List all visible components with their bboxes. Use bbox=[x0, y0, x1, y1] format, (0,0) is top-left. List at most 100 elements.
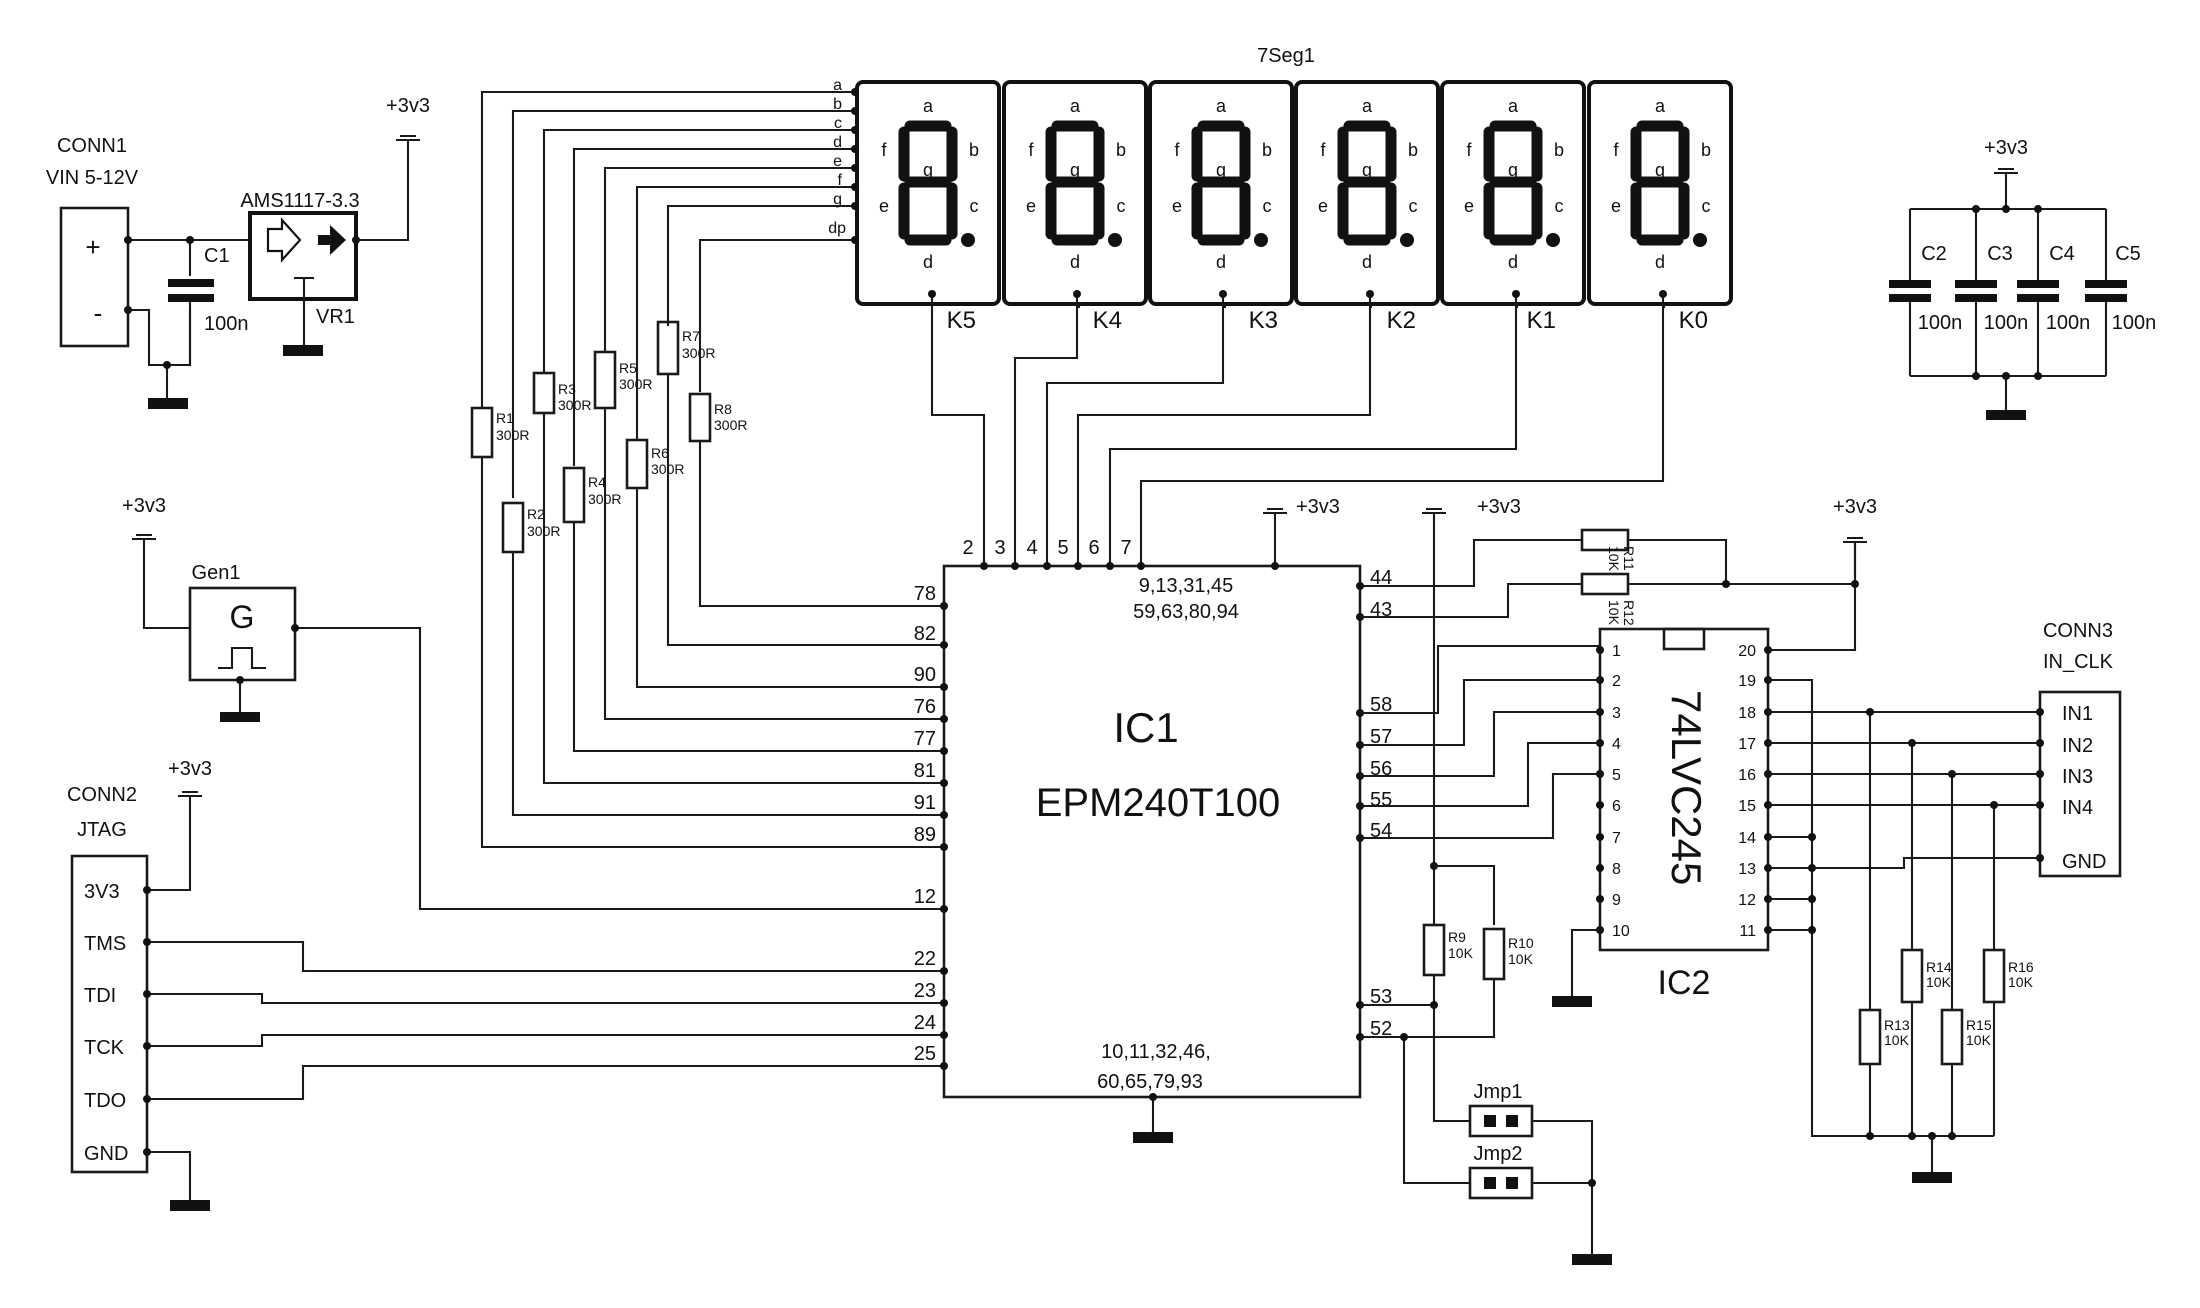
jtag-body bbox=[70, 854, 149, 1174]
segment-letter-e: e bbox=[1172, 196, 1182, 216]
ic1-pin-82: 82 bbox=[914, 623, 936, 645]
r2-ref: R2 bbox=[527, 506, 545, 522]
ic1-pin-23: 23 bbox=[914, 980, 936, 1002]
jtag-pin-tms: TMS bbox=[84, 933, 126, 955]
digit-body bbox=[855, 80, 1001, 306]
digit-body bbox=[1294, 80, 1440, 306]
resistor-r3 bbox=[532, 371, 556, 415]
seg-line-f: f bbox=[838, 172, 843, 189]
segment-letter-a: a bbox=[1216, 96, 1227, 116]
segment-letter-a: a bbox=[923, 96, 934, 116]
ic1-pin-22: 22 bbox=[914, 948, 936, 970]
c2-val: 100n bbox=[1918, 312, 1963, 334]
segment-letter-f: f bbox=[1613, 140, 1619, 160]
seg-line-b: b bbox=[833, 96, 842, 113]
ic1-cpld: IC1 EPM240T100 9,13,31,45 59,63,80,94 10… bbox=[914, 290, 1667, 1143]
segment-letter-g: g bbox=[1655, 160, 1665, 180]
ic1-body bbox=[942, 564, 1362, 1099]
segment-dp bbox=[1400, 233, 1414, 247]
segment-letter-c: c bbox=[1702, 196, 1711, 216]
segment-letter-a: a bbox=[1655, 96, 1666, 116]
segment-letter-f: f bbox=[1466, 140, 1472, 160]
segment-letter-d: d bbox=[1070, 252, 1080, 272]
segment-letter-f: f bbox=[1174, 140, 1180, 160]
r11-val: 10K bbox=[1606, 546, 1622, 572]
digit-body bbox=[1587, 80, 1733, 306]
conn3-pin-in2: IN2 bbox=[2062, 735, 2093, 757]
conn1-body bbox=[59, 206, 130, 348]
ic1-pin-7: 7 bbox=[1120, 537, 1131, 559]
seg-line-c: c bbox=[834, 115, 842, 132]
ic1-pin-76: 76 bbox=[914, 696, 936, 718]
ic1-pin-77: 77 bbox=[914, 728, 936, 750]
segment-letter-g: g bbox=[923, 160, 933, 180]
resistor-r15 bbox=[1940, 1008, 1964, 1066]
segment-letter-d: d bbox=[1655, 252, 1665, 272]
conn3-pin-gnd: GND bbox=[2062, 851, 2106, 873]
ic1-part: EPM240T100 bbox=[1036, 781, 1281, 825]
common-k5: K5 bbox=[947, 307, 976, 334]
ic1-pin-2: 2 bbox=[962, 537, 973, 559]
segment-letter-d: d bbox=[1362, 252, 1372, 272]
conn1-ref: CONN1 bbox=[57, 135, 127, 157]
r9-val: 10K bbox=[1448, 945, 1474, 961]
gen-rail: +3v3 bbox=[122, 495, 166, 517]
power-section: CONN1 VIN 5-12V + - C1 100n AMS1117-3.3 … bbox=[46, 95, 430, 409]
digit-body bbox=[1440, 80, 1586, 306]
resistor-r2 bbox=[501, 501, 525, 554]
ic1-pin-24: 24 bbox=[914, 1012, 936, 1034]
resistor-r8 bbox=[688, 392, 712, 443]
segment-letter-b: b bbox=[969, 140, 979, 160]
ic2-pin-12: 12 bbox=[1738, 892, 1756, 909]
ic2-pin-14: 14 bbox=[1738, 830, 1756, 847]
r13-val: 10K bbox=[1884, 1032, 1910, 1048]
ic2-pin-16: 16 bbox=[1738, 767, 1756, 784]
ic1-vcc-pins-2: 59,63,80,94 bbox=[1133, 601, 1239, 623]
jmp2-ref: Jmp2 bbox=[1474, 1143, 1523, 1165]
jumper-rail: +3v3 bbox=[1477, 496, 1521, 518]
ic1-pin-91: 91 bbox=[914, 792, 936, 814]
jtag-pin-gnd: GND bbox=[84, 1143, 128, 1165]
conn3-ref: CONN3 bbox=[2043, 620, 2113, 642]
ic2-buffer: 74LVC245 IC2 1 2 3 4 5 6 7 8 9 10 20 19 … bbox=[1360, 496, 1877, 1007]
segment-letter-g: g bbox=[1070, 160, 1080, 180]
ic2-pin-13: 13 bbox=[1738, 861, 1756, 878]
r14-val: 10K bbox=[1926, 974, 1952, 990]
r12-val: 10K bbox=[1606, 600, 1622, 626]
resistor-r4 bbox=[562, 466, 586, 524]
ic1-pin-52: 52 bbox=[1370, 1018, 1392, 1040]
segment-letter-b: b bbox=[1554, 140, 1564, 160]
common-k1: K1 bbox=[1527, 307, 1556, 334]
jtag-ref: CONN2 bbox=[67, 784, 137, 806]
r2-val: 300R bbox=[527, 523, 560, 539]
r13-ref: R13 bbox=[1884, 1017, 1910, 1033]
r7-ref: R7 bbox=[682, 328, 700, 344]
conn1-minus: - bbox=[94, 298, 103, 328]
gen-symbol: G bbox=[230, 599, 255, 635]
segment-letter-e: e bbox=[879, 196, 889, 216]
ic1-vcc-pins-1: 9,13,31,45 bbox=[1139, 575, 1234, 597]
segment-letter-a: a bbox=[1362, 96, 1373, 116]
ic2-pin-9: 9 bbox=[1612, 892, 1621, 909]
c2-ref: C2 bbox=[1921, 243, 1947, 265]
segment-letter-b: b bbox=[1408, 140, 1418, 160]
jumper-jmp2[interactable] bbox=[1468, 1166, 1534, 1200]
segment-letter-d: d bbox=[923, 252, 933, 272]
conn1-label: VIN 5-12V bbox=[46, 167, 139, 189]
ic1-pin-55: 55 bbox=[1370, 789, 1392, 811]
conn3-body bbox=[2038, 690, 2122, 878]
ic1-pin-43: 43 bbox=[1370, 599, 1392, 621]
jumper-jmp1[interactable] bbox=[1468, 1104, 1534, 1138]
segment-letter-f: f bbox=[1320, 140, 1326, 160]
r5-val: 300R bbox=[619, 376, 652, 392]
seven-seg-display: 7Seg1 abcdefgabcdefgabcdefgabcdefgabcdef… bbox=[828, 45, 1733, 334]
ic2-pin-2: 2 bbox=[1612, 673, 1621, 690]
ic1-pin-25: 25 bbox=[914, 1043, 936, 1065]
r11-ref: R11 bbox=[1621, 546, 1637, 571]
ic1-gnd-pins-2: 60,65,79,93 bbox=[1097, 1071, 1203, 1093]
seg-line-dp: dp bbox=[828, 220, 846, 237]
ic1-pin-4: 4 bbox=[1026, 537, 1037, 559]
c1-val: 100n bbox=[204, 313, 249, 335]
ic1-pin-57: 57 bbox=[1370, 726, 1392, 748]
